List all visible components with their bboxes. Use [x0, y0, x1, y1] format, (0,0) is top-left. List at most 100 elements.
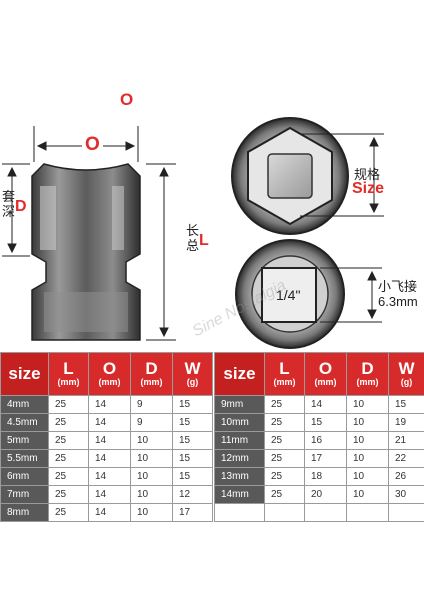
value-cell — [346, 503, 389, 522]
outer-diameter-label-top: O — [120, 90, 134, 109]
value-cell: 10 — [346, 467, 389, 486]
value-cell — [304, 503, 347, 522]
value-cell: 9 — [130, 413, 173, 432]
drive-size-inch: 1/4" — [276, 287, 301, 303]
header-size: size — [0, 352, 49, 396]
socket-diagram — [2, 117, 384, 349]
value-cell: 15 — [172, 449, 213, 468]
value-cell: 15 — [388, 395, 424, 414]
value-cell: 10 — [346, 485, 389, 504]
value-cell: 15 — [172, 431, 213, 450]
size-cell: 11mm — [214, 431, 265, 450]
value-cell: 14 — [88, 413, 131, 432]
header-unit: (mm) — [273, 377, 296, 387]
value-cell: 21 — [388, 431, 424, 450]
header-letter: L — [63, 359, 74, 378]
value-cell: 14 — [88, 395, 131, 414]
value-cell: 25 — [264, 431, 305, 450]
size-cell: 5mm — [0, 431, 49, 450]
drive-chinese-label: 小飞接 — [378, 280, 418, 295]
size-cell — [214, 503, 265, 522]
value-cell: 25 — [264, 467, 305, 486]
value-cell: 17 — [304, 449, 347, 468]
value-cell: 25 — [48, 467, 89, 486]
header-size: size — [214, 352, 265, 396]
size-cell: 4mm — [0, 395, 49, 414]
header-unit: (mm) — [98, 377, 121, 387]
value-cell: 18 — [304, 467, 347, 486]
depth-dimension — [2, 163, 30, 257]
table-row — [214, 503, 424, 522]
size-cell: 8mm — [0, 503, 49, 522]
size-chinese-label: 规格 — [354, 168, 381, 183]
header-letter: O — [102, 359, 117, 378]
size-cell: 9mm — [214, 395, 265, 414]
value-cell: 14 — [88, 449, 131, 468]
header-o: O(mm) — [304, 352, 347, 396]
value-cell: 25 — [48, 413, 89, 432]
value-cell: 25 — [48, 485, 89, 504]
value-cell: 12 — [172, 485, 213, 504]
header-letter: W — [184, 359, 201, 378]
header-l: L(mm) — [264, 352, 305, 396]
value-cell: 9 — [130, 395, 173, 414]
header-unit: (g) — [400, 377, 413, 387]
value-cell: 10 — [130, 467, 173, 486]
value-cell — [264, 503, 305, 522]
socket-side-view — [31, 163, 141, 341]
value-cell: 10 — [346, 431, 389, 450]
value-cell: 26 — [388, 467, 424, 486]
value-cell: 15 — [172, 413, 213, 432]
value-cell: 30 — [388, 485, 424, 504]
value-cell: 10 — [346, 395, 389, 414]
value-cell: 10 — [346, 449, 389, 468]
value-cell: 14 — [304, 395, 347, 414]
hex-opening-view — [231, 117, 349, 235]
value-cell: 15 — [304, 413, 347, 432]
header-unit: (mm) — [140, 377, 163, 387]
value-cell: 14 — [88, 431, 131, 450]
value-cell: 10 — [130, 503, 173, 522]
value-cell: 25 — [264, 485, 305, 504]
square-drive-view — [235, 239, 345, 349]
header-unit: (mm) — [57, 377, 80, 387]
value-cell: 10 — [346, 413, 389, 432]
value-cell — [388, 503, 424, 522]
value-cell: 25 — [48, 449, 89, 468]
header-d: D(mm) — [346, 352, 389, 396]
value-cell: 17 — [172, 503, 213, 522]
size-cell: 7mm — [0, 485, 49, 504]
header-unit: (g) — [186, 377, 199, 387]
value-cell: 14 — [88, 503, 131, 522]
header-letter: L — [279, 359, 290, 378]
header-letter: D — [145, 359, 158, 378]
drive-size-mm: 6.3mm — [378, 294, 418, 309]
size-cell: 10mm — [214, 413, 265, 432]
size-cell: 5.5mm — [0, 449, 49, 468]
size-cell: 12mm — [214, 449, 265, 468]
value-cell: 25 — [264, 395, 305, 414]
value-cell: 25 — [264, 449, 305, 468]
size-dimension — [300, 133, 384, 217]
outer-diameter-label: O — [82, 134, 103, 156]
value-cell: 25 — [48, 395, 89, 414]
size-word: Size — [352, 180, 385, 197]
value-cell: 10 — [130, 431, 173, 450]
value-cell: 19 — [388, 413, 424, 432]
header-letter: O — [318, 359, 333, 378]
header-letter: W — [398, 359, 415, 378]
header-unit: (mm) — [356, 377, 379, 387]
